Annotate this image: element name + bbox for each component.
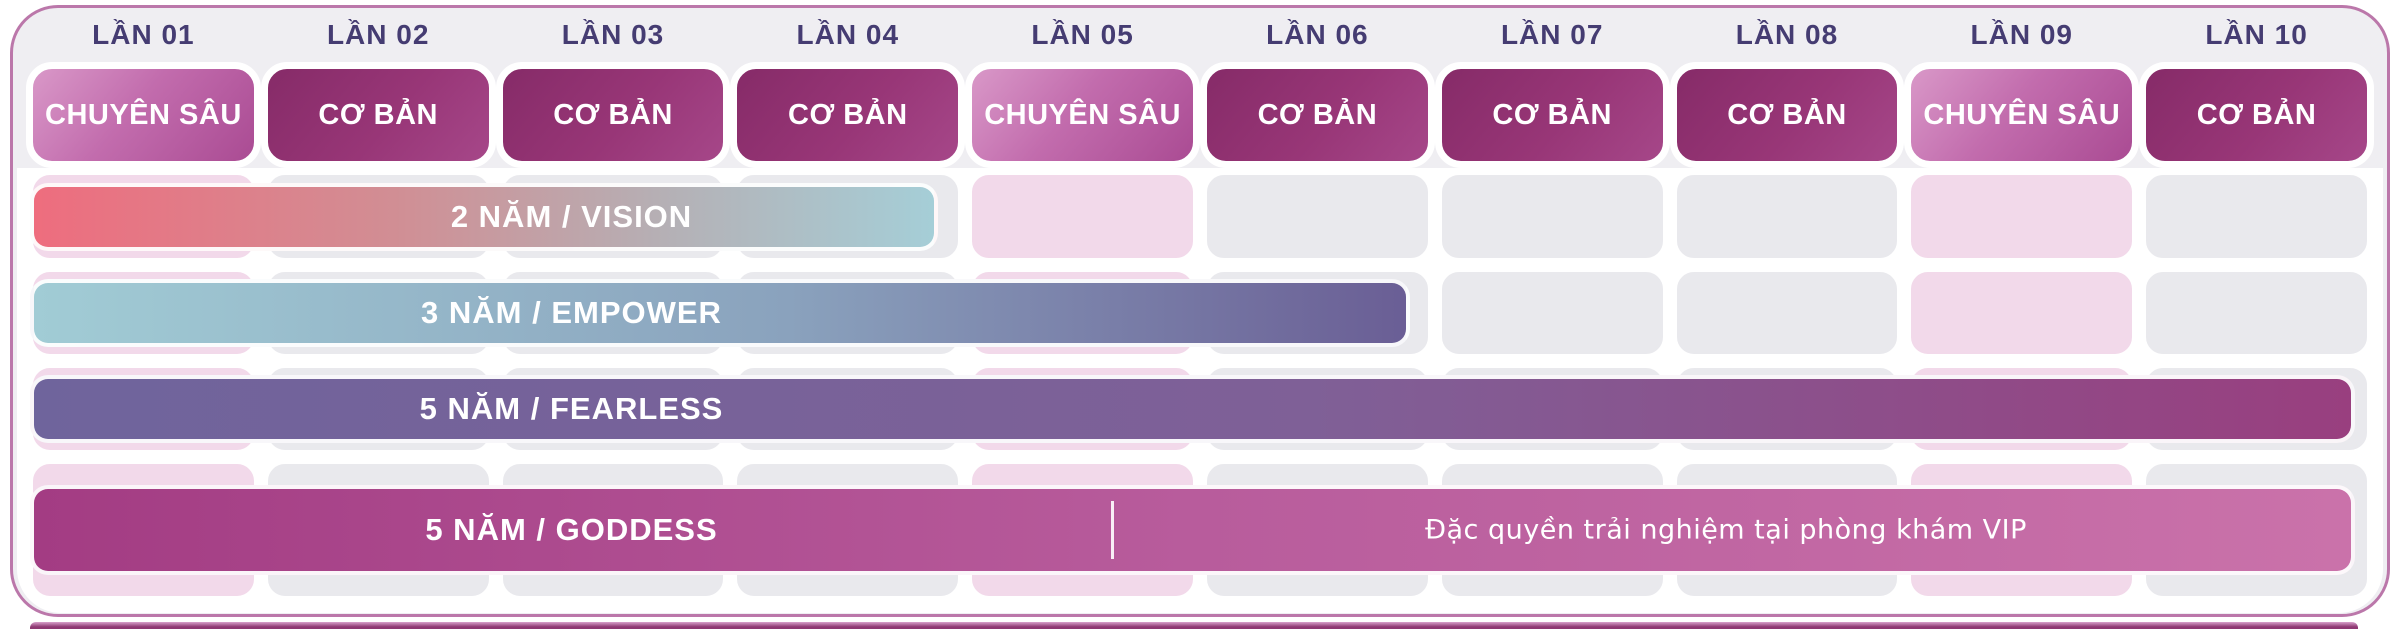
session-type-button-basic: CƠ BẢN [2139,62,2374,168]
column-header: LẦN 04 [796,19,900,50]
session-type-button-basic: CƠ BẢN [495,62,731,168]
session-type-cell: CHUYÊN SÂU [26,62,261,168]
grid-cell [965,168,1200,265]
grid-cell [1199,168,1435,265]
session-type-cell: CƠ BẢN [2139,62,2374,168]
session-type-cell: CƠ BẢN [260,62,496,168]
grid-cell [1904,265,2140,361]
grid-cell [1904,168,2140,265]
vip-note: Đặc quyền trải nghiệm tại phòng khám VIP [1425,514,2027,546]
session-type-button-basic: CƠ BẢN [1669,62,1905,168]
session-type-button-basic: CƠ BẢN [730,62,966,168]
package-bar-label: 2 NĂM / VISION [450,198,693,234]
session-type-cell: CƠ BẢN [1199,62,1435,168]
package-row: 3 NĂM / EMPOWER [26,265,2374,361]
column-header: LẦN 01 [92,19,195,50]
package-bar-1: 3 NĂM / EMPOWER [30,279,1410,347]
session-type-cell: CƠ BẢN [730,62,966,168]
session-type-cell: CƠ BẢN [1669,62,1905,168]
session-type-button-basic: CƠ BẢN [260,62,496,168]
column-header: LẦN 07 [1500,19,1604,50]
grid-cell [2139,168,2374,265]
column-header: LẦN 02 [326,19,430,50]
grid-cell [1669,168,1905,265]
grid-cell [1669,265,1905,361]
session-type-button-basic: CƠ BẢN [1434,62,1670,168]
session-type-button-deep: CHUYÊN SÂU [26,62,261,168]
session-type-button-deep: CHUYÊN SÂU [965,62,1200,168]
package-grid: 2 NĂM / VISION 3 NĂM / EMPOWER 5 NĂM / FEA… [17,168,2383,613]
session-type-cell: CƠ BẢN [1434,62,1670,168]
column-header: LẦN 05 [1031,19,1134,50]
package-bar-label: 5 NĂM / FEARLESS [419,391,724,426]
column-header: LẦN 03 [561,19,665,50]
next-section-edge [30,622,2358,629]
package-bar-3: 5 NĂM / GODDESS Đặc quyền trải nghiệm tại… [30,485,2355,575]
column-header-row: LẦN 01 LẦN 02 LẦN 03 LẦN 04 LẦN 05 LẦN 06 LẦN … [13,8,2387,62]
package-bar-label: 5 NĂM / GODDESS [425,512,718,547]
session-type-cell: CHUYÊN SÂU [1904,62,2140,168]
session-type-button-deep: CHUYÊN SÂU [1904,62,2140,168]
session-type-cell: CHUYÊN SÂU [965,62,1200,168]
package-row: 2 NĂM / VISION [26,168,2374,265]
column-header: LẦN 06 [1266,19,1369,50]
package-bar-0: 2 NĂM / VISION [30,182,938,251]
session-type-cell: CƠ BẢN [495,62,731,168]
grid-cell [2139,265,2374,361]
package-bar-label: 3 NĂM / EMPOWER [421,295,722,330]
column-header: LẦN 10 [2205,19,2308,50]
package-bar-2: 5 NĂM / FEARLESS [30,375,2355,443]
grid-cell [1434,265,1670,361]
session-type-button-basic: CƠ BẢN [1199,62,1435,168]
package-row: 5 NĂM / FEARLESS [26,361,2374,457]
column-header: LẦN 08 [1735,19,1839,50]
package-row: 5 NĂM / GODDESS Đặc quyền trải nghiệm tại… [26,457,2374,603]
grid-cell [1434,168,1670,265]
column-header: LẦN 09 [1970,19,2073,50]
goddess-divider [1111,501,1114,559]
schedule-table: LẦN 01 LẦN 02 LẦN 03 LẦN 04 LẦN 05 LẦN 06 LẦN … [10,5,2390,617]
